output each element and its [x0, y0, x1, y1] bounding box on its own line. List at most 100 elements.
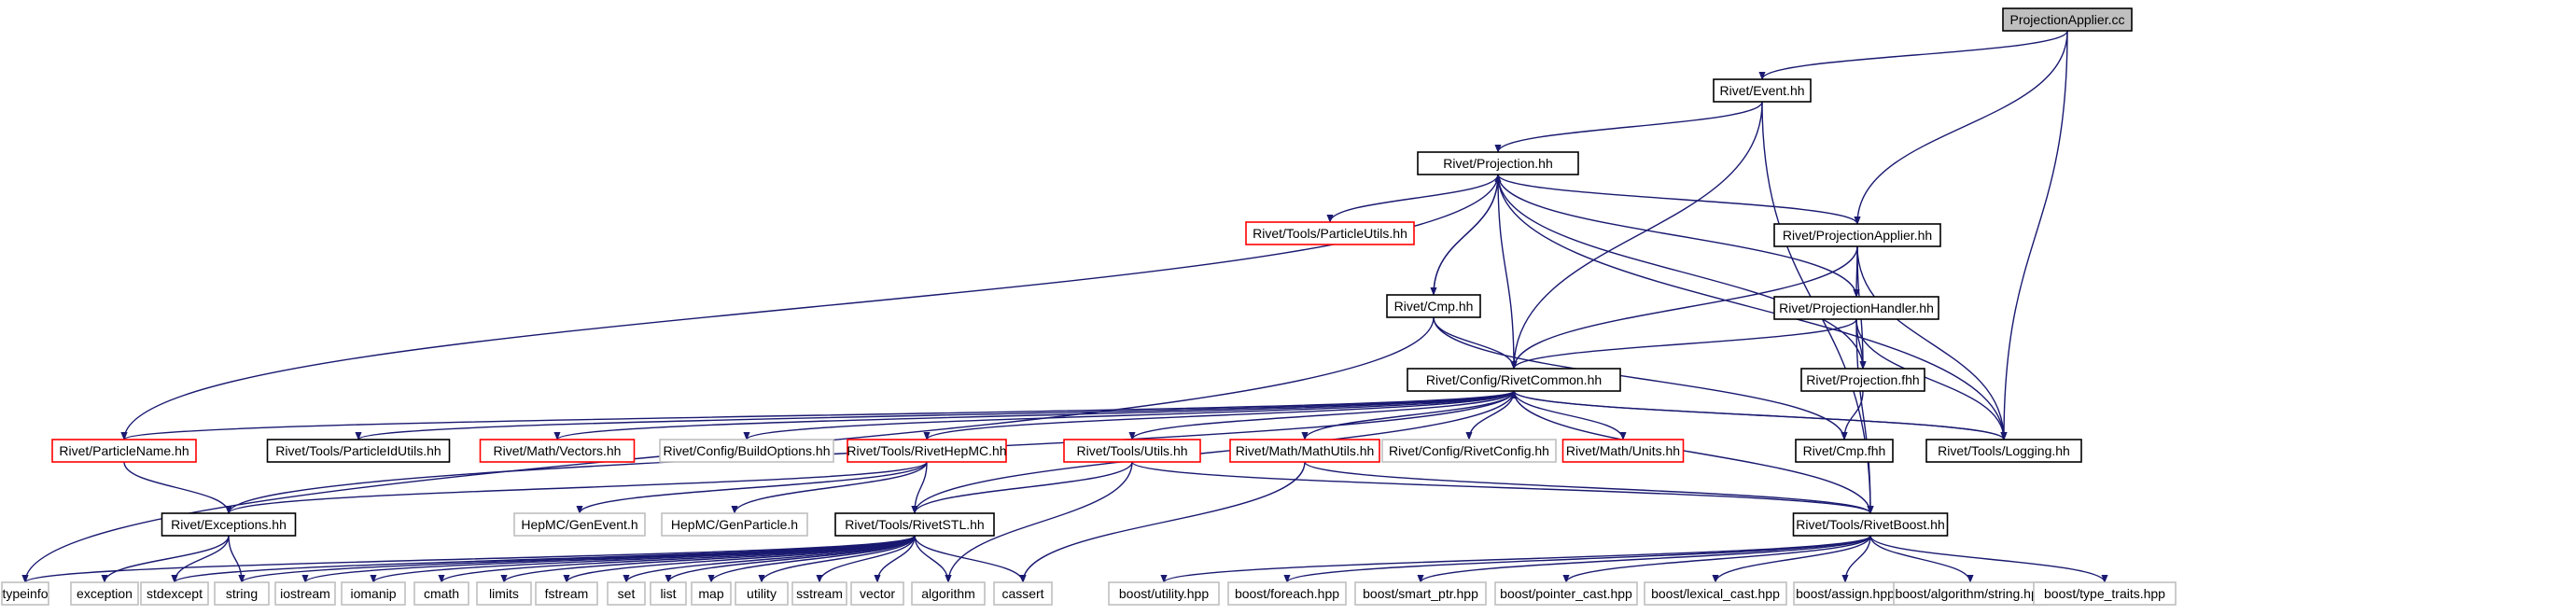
node-box — [161, 512, 297, 537]
node-rivet-math-vectors-hh[interactable]: Rivet/Math/Vectors.hh — [479, 439, 636, 463]
node-box — [1893, 581, 2048, 606]
node-exception: exception — [70, 581, 139, 606]
node-box — [413, 581, 469, 606]
node-boost-smart-ptr-hpp: boost/smart_ptr.hpp — [1354, 581, 1487, 606]
edge-n8-n9 — [120, 390, 1515, 440]
node-list: list — [650, 581, 687, 606]
node-rivet-projectionapplier-hh[interactable]: Rivet/ProjectionApplier.hh — [1773, 223, 1941, 247]
node-rivet-tools-logging-hh[interactable]: Rivet/Tools/Logging.hh — [1925, 439, 2082, 463]
node-sstream: sstream — [791, 581, 847, 606]
node-box — [1644, 581, 1787, 606]
node-box — [140, 581, 209, 606]
node-boost-utility-hpp: boost/utility.hpp — [1108, 581, 1220, 606]
node-rivet-projectionhandler-hh[interactable]: Rivet/ProjectionHandler.hh — [1773, 296, 1939, 320]
node-rivet-tools-particleutils-hh[interactable]: Rivet/Tools/ParticleUtils.hh — [1245, 221, 1415, 245]
node-label: boost/assign.hpp — [1796, 586, 1895, 601]
node-label: utility — [747, 586, 777, 601]
node-projectionapplier-cc[interactable]: ProjectionApplier.cc — [2002, 7, 2133, 32]
edge-n23-n35 — [665, 535, 916, 583]
node-rivet-math-units-hh[interactable]: Rivet/Math/Units.hh — [1561, 439, 1685, 463]
node-label: boost/lexical_cast.hpp — [1651, 586, 1780, 601]
node-box — [1063, 439, 1201, 463]
edge-n5-n19 — [1855, 318, 2008, 440]
node-rivet-cmp-hh[interactable]: Rivet/Cmp.hh — [1386, 294, 1481, 318]
node-boost-lexical-cast-hpp: boost/lexical_cast.hpp — [1644, 581, 1787, 606]
edges-layer — [21, 30, 2108, 583]
node-box — [274, 581, 336, 606]
node-label: boost/smart_ptr.hpp — [1363, 586, 1478, 601]
edge-n14-n40 — [945, 461, 1133, 583]
node-rivet-config-rivetcommon-hh[interactable]: Rivet/Config/RivetCommon.hh — [1407, 368, 1621, 392]
edge-n0-n4 — [1854, 30, 2068, 225]
node-label: Rivet/Math/Units.hh — [1566, 443, 1680, 458]
node-box — [2033, 581, 2177, 606]
edge-n24-n47 — [1841, 535, 1871, 583]
edge-n13-n21 — [576, 461, 928, 514]
edge-n2-n4 — [1497, 174, 1861, 225]
edge-n23-n34 — [623, 535, 916, 583]
node-rivet-math-mathutils-hh[interactable]: Rivet/Math/MathUtils.hh — [1229, 439, 1380, 463]
edge-n2-n19 — [1497, 174, 2008, 440]
node-box — [341, 581, 406, 606]
node-rivet-particlename-hh[interactable]: Rivet/ParticleName.hh — [51, 439, 197, 463]
node-label: Rivet/Cmp.fhh — [1803, 443, 1886, 458]
node-label: Rivet/Config/BuildOptions.hh — [664, 443, 831, 458]
node-rivet-config-rivetconfig-hh: Rivet/Config/RivetConfig.hh — [1381, 439, 1557, 463]
node-rivet-cmp-fhh[interactable]: Rivet/Cmp.fhh — [1795, 439, 1894, 463]
edge-n8-n17 — [1513, 390, 1627, 440]
edge-n24-n42 — [1160, 535, 1871, 583]
node-map: map — [691, 581, 732, 606]
node-label: Rivet/Exceptions.hh — [171, 517, 287, 532]
node-rivet-projection-hh[interactable]: Rivet/Projection.hh — [1417, 151, 1579, 175]
edge-n24-n49 — [1869, 535, 2108, 583]
node-label: ProjectionApplier.cc — [2010, 12, 2125, 27]
node-label: Rivet/Event.hh — [1719, 83, 1804, 98]
node-box — [1713, 78, 1812, 103]
node-rivet-tools-rivetstl-hh[interactable]: Rivet/Tools/RivetSTL.hh — [834, 512, 995, 537]
node-box — [1354, 581, 1487, 606]
edge-n7-n18 — [1841, 390, 1864, 440]
node-box — [1792, 512, 1949, 537]
node-box — [993, 581, 1053, 606]
node-label: algorithm — [921, 586, 975, 601]
node-box — [1925, 439, 2082, 463]
node-box — [834, 512, 995, 537]
edge-n0-n19 — [2000, 30, 2068, 440]
node-box — [661, 512, 808, 537]
node-rivet-tools-utils-hh[interactable]: Rivet/Tools/Utils.hh — [1063, 439, 1201, 463]
edge-n8-n23 — [911, 390, 1515, 514]
edge-n8-n24 — [1513, 390, 1874, 514]
node-boost-foreach-hpp: boost/foreach.hpp — [1227, 581, 1347, 606]
node-utility: utility — [735, 581, 789, 606]
edge-n23-n40 — [914, 535, 952, 583]
node-box — [266, 439, 451, 463]
node-rivet-tools-particleidutils-hh[interactable]: Rivet/Tools/ParticleIdUtils.hh — [266, 439, 451, 463]
edge-n19-n8 — [1510, 390, 2005, 440]
node-box — [476, 581, 532, 606]
node-label: Rivet/ProjectionHandler.hh — [1779, 301, 1934, 315]
node-box — [70, 581, 139, 606]
node-box — [847, 439, 1007, 463]
edge-n23-n38 — [816, 535, 916, 583]
node-rivet-tools-rivetboost-hh[interactable]: Rivet/Tools/RivetBoost.hh — [1792, 512, 1949, 537]
node-box — [650, 581, 687, 606]
edge-n6-n2 — [1433, 174, 1502, 296]
node-rivet-exceptions-hh[interactable]: Rivet/Exceptions.hh — [161, 512, 297, 537]
node-label: Rivet/ParticleName.hh — [59, 443, 189, 458]
node-iostream: iostream — [274, 581, 336, 606]
node-label: Rivet/Config/RivetConfig.hh — [1389, 443, 1549, 458]
node-label: list — [660, 586, 676, 601]
edge-n6-n8 — [1433, 316, 1518, 370]
node-rivet-tools-rivethepmc-hh[interactable]: Rivet/Tools/RivetHepMC.hh — [847, 439, 1007, 463]
node-rivet-projection-fhh[interactable]: Rivet/Projection.fhh — [1800, 368, 1925, 392]
edge-n8-n14 — [1128, 390, 1515, 440]
node-rivet-config-buildoptions-hh: Rivet/Config/BuildOptions.hh — [659, 439, 834, 463]
node-rivet-event-hh[interactable]: Rivet/Event.hh — [1713, 78, 1812, 103]
node-box — [1494, 581, 1638, 606]
edge-n2-n5 — [1497, 174, 1860, 298]
node-box — [1417, 151, 1579, 175]
node-box — [1229, 439, 1380, 463]
node-label: fstream — [545, 586, 589, 601]
node-box — [1773, 223, 1941, 247]
node-label: boost/pointer_cast.hpp — [1500, 586, 1632, 601]
